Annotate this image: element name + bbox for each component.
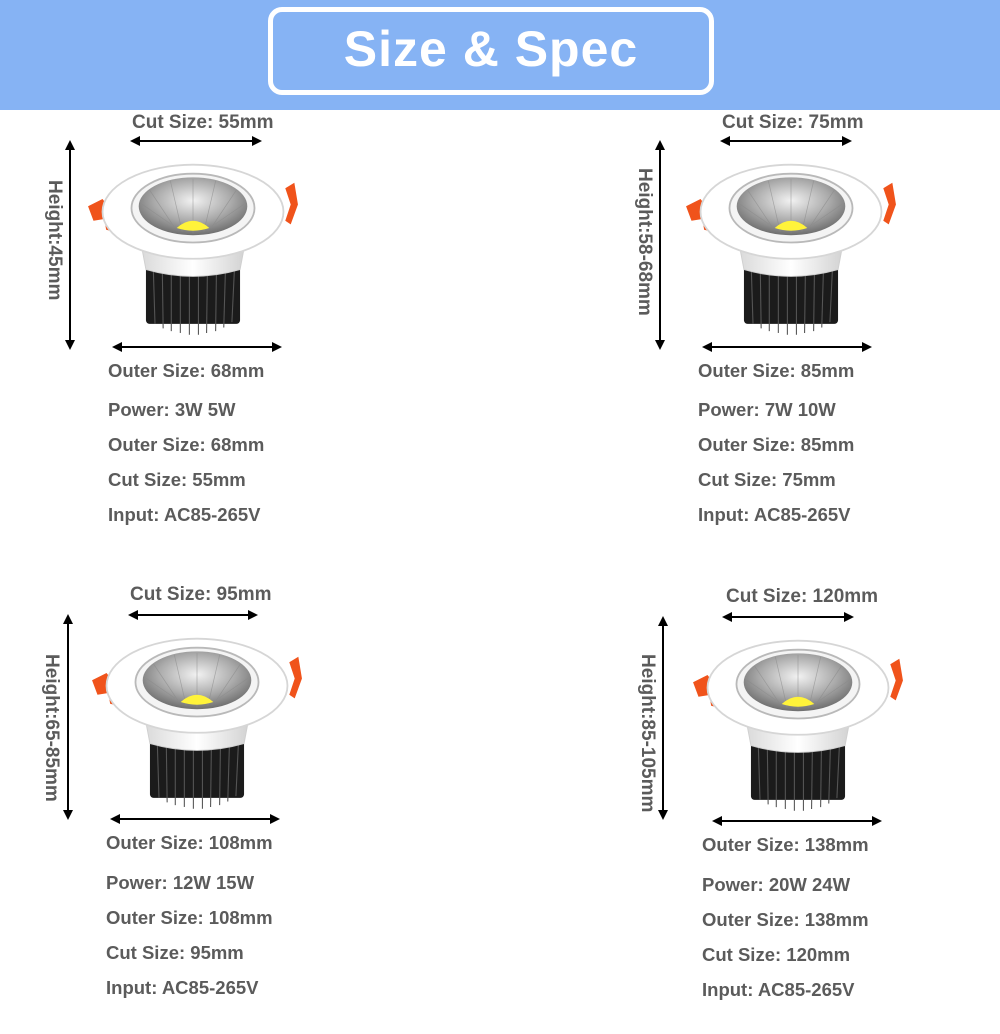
cut-size-dimension-label: Cut Size: 120mm — [726, 586, 879, 607]
cut-size-arrow-icon — [128, 610, 258, 620]
spec-input: Input: AC85-265V — [702, 979, 855, 1000]
product-card-3: Cut Size: 95mm Height:65-85mm Outer Size… — [0, 582, 420, 1032]
downlight-image — [72, 626, 322, 816]
height-arrow-icon — [655, 140, 665, 350]
spec-input: Input: AC85-265V — [108, 504, 261, 525]
spec-list: Power: 20W 24W Outer Size: 138mm Cut Siz… — [702, 867, 869, 1007]
outer-size-dimension-label: Outer Size: 68mm — [108, 360, 265, 381]
height-dimension-label: Height:58-68mm — [634, 168, 655, 316]
spec-input: Input: AC85-265V — [106, 977, 259, 998]
height-dimension-label: Height:45mm — [44, 180, 65, 301]
product-card-4: Cut Size: 120mm Height:85-105mm Outer Si… — [600, 584, 1000, 1034]
outer-size-dimension-label: Outer Size: 138mm — [702, 834, 869, 855]
spec-outer-size: Outer Size: 68mm — [108, 434, 265, 455]
height-dimension-label: Height:85-105mm — [637, 654, 658, 813]
spec-cut-size: Cut Size: 95mm — [106, 942, 244, 963]
product-card-1: Cut Size: 55mm Height:45mm Outer Size: 6… — [0, 110, 420, 560]
spec-list: Power: 7W 10W Outer Size: 85mm Cut Size:… — [698, 392, 854, 532]
cut-size-arrow-icon — [722, 612, 854, 622]
page-title: Size & Spec — [343, 21, 639, 77]
spec-list: Power: 12W 15W Outer Size: 108mm Cut Siz… — [106, 865, 273, 1005]
outer-size-arrow-icon — [110, 814, 280, 824]
spec-power: Power: 3W 5W — [108, 399, 236, 420]
height-arrow-icon — [658, 616, 668, 820]
spec-power: Power: 12W 15W — [106, 872, 255, 893]
outer-size-arrow-icon — [702, 342, 872, 352]
cut-size-dimension-label: Cut Size: 75mm — [722, 112, 864, 133]
spec-power: Power: 7W 10W — [698, 399, 836, 420]
outer-size-dimension-label: Outer Size: 85mm — [698, 360, 855, 381]
spec-power: Power: 20W 24W — [702, 874, 851, 895]
outer-size-arrow-icon — [112, 342, 282, 352]
height-arrow-icon — [63, 614, 73, 820]
spec-outer-size: Outer Size: 108mm — [106, 907, 273, 928]
spec-cut-size: Cut Size: 120mm — [702, 944, 851, 965]
downlight-image — [670, 152, 912, 342]
cut-size-arrow-icon — [130, 136, 262, 146]
downlight-image — [676, 628, 920, 818]
spec-input: Input: AC85-265V — [698, 504, 851, 525]
downlight-image — [72, 152, 314, 342]
outer-size-arrow-icon — [712, 816, 882, 826]
height-arrow-icon — [65, 140, 75, 350]
banner-frame: Size & Spec — [268, 7, 714, 95]
spec-outer-size: Outer Size: 138mm — [702, 909, 869, 930]
height-dimension-label: Height:65-85mm — [41, 654, 62, 802]
cut-size-dimension-label: Cut Size: 55mm — [132, 112, 274, 133]
spec-cut-size: Cut Size: 55mm — [108, 469, 246, 490]
product-card-2: Cut Size: 75mm Height:58-68mm Outer Size… — [590, 110, 1000, 560]
outer-size-dimension-label: Outer Size: 108mm — [106, 832, 273, 853]
spec-cut-size: Cut Size: 75mm — [698, 469, 836, 490]
cut-size-dimension-label: Cut Size: 95mm — [130, 584, 272, 605]
spec-outer-size: Outer Size: 85mm — [698, 434, 855, 455]
header-banner: Size & Spec — [0, 0, 1000, 110]
cut-size-arrow-icon — [720, 136, 852, 146]
spec-list: Power: 3W 5W Outer Size: 68mm Cut Size: … — [108, 392, 264, 532]
